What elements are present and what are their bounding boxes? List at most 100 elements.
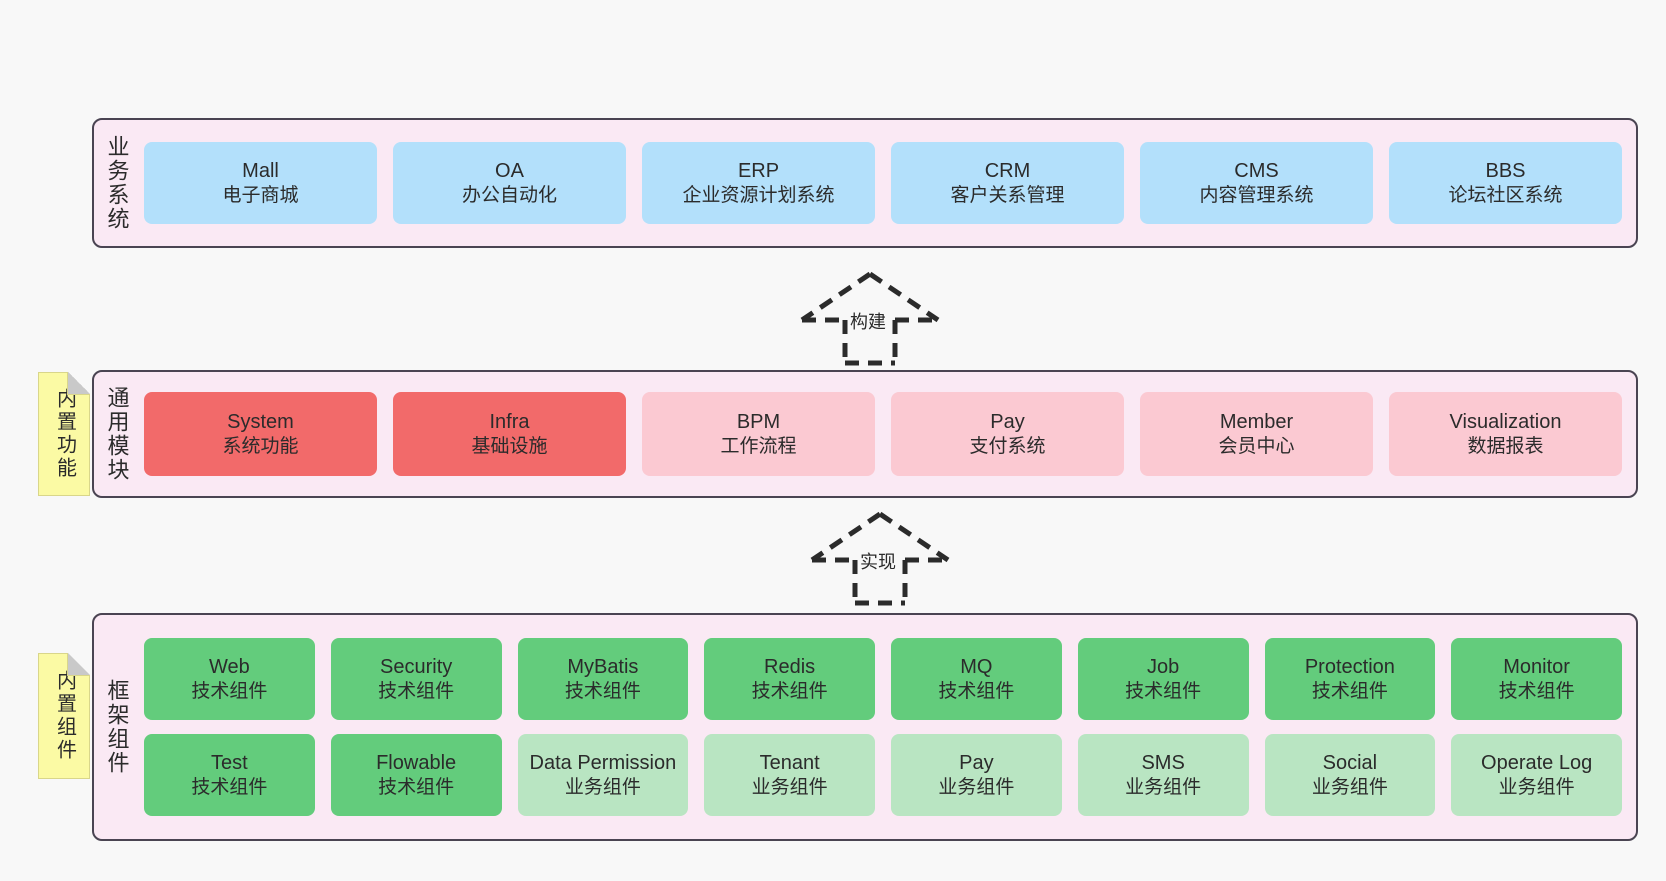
card-title: Pay <box>990 411 1025 434</box>
card-title: Tenant <box>759 752 820 775</box>
card-title: CMS <box>1234 160 1279 183</box>
card-subtitle: 数据报表 <box>1467 435 1544 457</box>
card-subtitle: 电子商城 <box>222 184 299 206</box>
card-infra[interactable]: Infra 基础设施 <box>393 392 626 476</box>
card-title: Member <box>1219 411 1294 434</box>
card-title: BBS <box>1485 160 1526 183</box>
card-mall[interactable]: Mall 电子商城 <box>144 142 377 224</box>
card-job[interactable]: Job 技术组件 <box>1077 638 1249 720</box>
layer-body-framework: Web 技术组件 Security 技术组件 MyBatis 技术组件 Redi… <box>140 615 1636 839</box>
card-title: Flowable <box>376 752 457 775</box>
card-bbs[interactable]: BBS 论坛社区系统 <box>1389 142 1622 224</box>
card-subtitle: 客户关系管理 <box>950 184 1065 206</box>
connector-implement-label: 实现 <box>860 552 896 572</box>
card-subtitle: 内容管理系统 <box>1199 184 1314 206</box>
card-redis[interactable]: Redis 技术组件 <box>704 638 875 720</box>
card-bpm[interactable]: BPM 工作流程 <box>642 392 875 476</box>
layer-panel-framework: 框架组件 Web 技术组件 Security 技术组件 MyBatis 技术组件… <box>92 613 1638 841</box>
card-title: Infra <box>489 411 530 434</box>
connector-implement-arrow <box>810 511 950 606</box>
card-sms[interactable]: SMS 业务组件 <box>1077 734 1249 816</box>
card-subtitle: 技术组件 <box>378 680 455 702</box>
card-subtitle: 技术组件 <box>1125 680 1202 702</box>
card-title: SMS <box>1141 752 1185 775</box>
layer-panel-modules: 通用模块 System 系统功能 Infra 基础设施 BPM 工作流程 Pay… <box>92 370 1638 498</box>
card-pay-module[interactable]: Pay 支付系统 <box>891 392 1124 476</box>
card-data-permission[interactable]: Data Permission 业务组件 <box>517 734 689 816</box>
card-erp[interactable]: ERP 企业资源计划系统 <box>642 142 875 224</box>
card-subtitle: 支付系统 <box>969 435 1046 457</box>
card-subtitle: 技术组件 <box>1498 680 1575 702</box>
card-title: MQ <box>960 656 993 679</box>
card-web[interactable]: Web 技术组件 <box>144 638 315 720</box>
card-visualization[interactable]: Visualization 数据报表 <box>1389 392 1622 476</box>
card-security[interactable]: Security 技术组件 <box>330 638 502 720</box>
layer-body-business: Mall 电子商城 OA 办公自动化 ERP 企业资源计划系统 CRM 客户关系… <box>140 120 1636 246</box>
card-protection[interactable]: Protection 技术组件 <box>1264 638 1436 720</box>
card-title: Visualization <box>1449 411 1562 434</box>
card-title: ERP <box>737 160 780 183</box>
card-title: Mall <box>242 160 279 183</box>
card-row: Mall 电子商城 OA 办公自动化 ERP 企业资源计划系统 CRM 客户关系… <box>144 142 1622 224</box>
card-subtitle: 业务组件 <box>1498 776 1575 798</box>
card-cms[interactable]: CMS 内容管理系统 <box>1140 142 1373 224</box>
card-row: Test 技术组件 Flowable 技术组件 Data Permission … <box>144 734 1622 816</box>
card-test[interactable]: Test 技术组件 <box>144 734 315 816</box>
card-pay-component[interactable]: Pay 业务组件 <box>891 734 1062 816</box>
card-subtitle: 企业资源计划系统 <box>682 184 835 206</box>
card-subtitle: 业务组件 <box>1125 776 1202 798</box>
card-oa[interactable]: OA 办公自动化 <box>393 142 626 224</box>
card-title: Operate Log <box>1481 752 1593 775</box>
card-crm[interactable]: CRM 客户关系管理 <box>891 142 1124 224</box>
sticky-note-builtin-component: 内置组件 <box>38 653 90 779</box>
card-subtitle: 技术组件 <box>191 776 268 798</box>
card-monitor[interactable]: Monitor 技术组件 <box>1451 638 1622 720</box>
connector-build-label: 构建 <box>850 312 886 332</box>
card-title: Web <box>208 656 250 679</box>
card-title: MyBatis <box>567 656 639 679</box>
card-title: Data Permission <box>529 752 677 775</box>
card-operate-log[interactable]: Operate Log 业务组件 <box>1451 734 1622 816</box>
card-title: Job <box>1147 656 1180 679</box>
card-row: Web 技术组件 Security 技术组件 MyBatis 技术组件 Redi… <box>144 638 1622 720</box>
card-subtitle: 技术组件 <box>564 680 641 702</box>
card-subtitle: 工作流程 <box>720 435 797 457</box>
card-subtitle: 技术组件 <box>378 776 455 798</box>
card-title: Monitor <box>1503 656 1570 679</box>
card-tenant[interactable]: Tenant 业务组件 <box>704 734 875 816</box>
card-subtitle: 技术组件 <box>1311 680 1388 702</box>
card-flowable[interactable]: Flowable 技术组件 <box>330 734 502 816</box>
card-subtitle: 论坛社区系统 <box>1448 184 1563 206</box>
connector-build: 构建 <box>790 268 950 368</box>
card-subtitle: 技术组件 <box>191 680 268 702</box>
card-subtitle: 业务组件 <box>751 776 828 798</box>
card-title: Social <box>1322 752 1378 775</box>
card-system[interactable]: System 系统功能 <box>144 392 377 476</box>
card-subtitle: 办公自动化 <box>461 184 557 206</box>
card-subtitle: 业务组件 <box>938 776 1015 798</box>
layer-body-modules: System 系统功能 Infra 基础设施 BPM 工作流程 Pay 支付系统… <box>140 372 1636 496</box>
card-subtitle: 技术组件 <box>938 680 1015 702</box>
card-subtitle: 技术组件 <box>751 680 828 702</box>
card-member[interactable]: Member 会员中心 <box>1140 392 1373 476</box>
sticky-note-builtin-function: 内置功能 <box>38 372 90 496</box>
connector-build-arrow <box>800 271 940 366</box>
layer-panel-business: 业务系统 Mall 电子商城 OA 办公自动化 ERP 企业资源计划系统 CRM… <box>92 118 1638 248</box>
card-mybatis[interactable]: MyBatis 技术组件 <box>517 638 689 720</box>
card-social[interactable]: Social 业务组件 <box>1264 734 1436 816</box>
layer-title-business: 业务系统 <box>104 135 130 231</box>
card-title: CRM <box>984 160 1031 183</box>
card-subtitle: 业务组件 <box>1311 776 1388 798</box>
layer-title-framework: 框架组件 <box>104 679 130 775</box>
card-title: Protection <box>1304 656 1395 679</box>
card-title: OA <box>495 160 524 183</box>
connector-implement: 实现 <box>800 508 960 608</box>
card-subtitle: 系统功能 <box>222 435 299 457</box>
card-subtitle: 基础设施 <box>471 435 548 457</box>
card-subtitle: 会员中心 <box>1218 435 1295 457</box>
card-title: Test <box>211 752 248 775</box>
card-title: Security <box>380 656 453 679</box>
card-mq[interactable]: MQ 技术组件 <box>891 638 1062 720</box>
card-row: System 系统功能 Infra 基础设施 BPM 工作流程 Pay 支付系统… <box>144 392 1622 476</box>
